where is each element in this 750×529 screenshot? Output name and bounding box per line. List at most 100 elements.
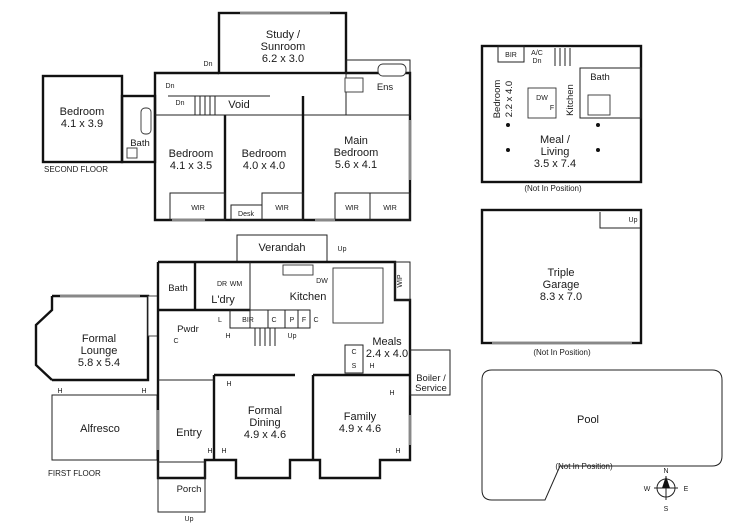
pole-dot-3: [506, 148, 510, 152]
ens-label: Ens: [377, 82, 394, 93]
second-floor-label: SECOND FLOOR: [44, 165, 108, 174]
kitchen-sink: [282, 264, 314, 276]
garage-stair-box: [599, 212, 640, 229]
studio-building: [480, 44, 643, 184]
pool-name: Pool: [577, 414, 599, 426]
upper-wall-west: [153, 71, 219, 162]
studio-bir: [497, 45, 525, 63]
bed-b-name: Bedroom: [242, 148, 287, 160]
study-name-2: Sunroom: [261, 41, 306, 53]
wir-label-4: WIR: [383, 205, 397, 212]
compass-n: N: [663, 468, 668, 475]
garage-name: Triple: [547, 267, 574, 279]
bed-west-name: Bedroom: [60, 106, 105, 118]
studio-meal-name: Meal /: [540, 134, 571, 146]
studio-note: (Not In Position): [524, 184, 582, 193]
studio-meal-dims: 3.5 x 7.4: [534, 158, 576, 170]
studio-f-label: F: [550, 105, 554, 112]
bath-ensuite: [377, 63, 407, 77]
h-code-5: H: [226, 381, 231, 388]
h-code-8: H: [395, 448, 400, 455]
h-code-3: H: [141, 388, 146, 395]
labels: SECOND FLOOR FIRST FLOOR Study / Sunroom…: [44, 29, 689, 523]
meals-name: Meals: [372, 336, 402, 348]
desk-label: Desk: [238, 211, 254, 218]
studio-dn-label: Dn: [533, 58, 542, 65]
meals-dims: 2.4 x 4.0: [366, 348, 408, 360]
garage-note: (Not In Position): [533, 348, 591, 357]
kitchen-dw-label: DW: [316, 278, 328, 285]
study-dims: 6.2 x 3.0: [262, 53, 304, 65]
pool-outline: [481, 369, 723, 501]
shower-ensuite: [344, 77, 364, 93]
f-code: F: [302, 317, 306, 324]
h-code-7: H: [221, 448, 226, 455]
wir-main-2: [369, 192, 411, 221]
desk-area: [230, 204, 263, 221]
compass-s: S: [664, 506, 669, 513]
dr-label: DR: [217, 281, 227, 288]
boiler-name-2: Service: [415, 383, 447, 394]
up-code-1: Up: [288, 333, 297, 340]
pole-dot-2: [596, 123, 600, 127]
h-code-9: H: [389, 390, 394, 397]
garage-up-label: Up: [629, 217, 638, 224]
bed-b-dims: 4.0 x 4.0: [243, 160, 285, 172]
dining-name: Formal: [248, 405, 282, 417]
bath-lower-label: Bath: [168, 283, 188, 294]
pole-dot-4: [596, 148, 600, 152]
bath-upper-label: Bath: [130, 138, 150, 149]
first-floor: [34, 234, 451, 513]
kitchen-label: Kitchen: [290, 291, 327, 303]
studio-shower: [587, 94, 611, 116]
wm-label: WM: [230, 281, 243, 288]
chimney: [147, 295, 159, 337]
pole-dot-1: [506, 123, 510, 127]
studio-stairs: [554, 48, 571, 66]
h-code-6: H: [207, 448, 212, 455]
studio-bath-label: Bath: [590, 72, 610, 83]
compass: [654, 476, 678, 500]
meals-cupboards: [344, 344, 364, 374]
p-code: P: [290, 317, 295, 324]
entry-label: Entry: [176, 427, 202, 439]
l-code: L: [218, 317, 222, 324]
verandah-up-label: Up: [338, 246, 347, 253]
first-stairs: [254, 328, 276, 346]
dining-dims: 4.9 x 4.6: [244, 429, 286, 441]
c-code-1: C: [271, 317, 276, 324]
verandah-label: Verandah: [258, 242, 305, 254]
lounge-dims: 5.8 x 5.4: [78, 357, 120, 369]
porch-up-label: Up: [185, 516, 194, 523]
garage-dims: 8.3 x 7.0: [540, 291, 582, 303]
h-code-4: H: [369, 363, 374, 370]
dn-label-1: Dn: [204, 61, 213, 68]
bir-label: BIR: [242, 317, 254, 324]
alfresco-label: Alfresco: [80, 423, 120, 435]
dn-label-3: Dn: [176, 100, 185, 107]
boiler-room: [409, 349, 451, 396]
studio-bed-dims: 2.2 x 4.0: [504, 81, 515, 117]
pool-note: (Not In Position): [555, 462, 613, 471]
main-bed-dims: 5.6 x 4.1: [335, 159, 377, 171]
bed-west-dims: 4.1 x 3.9: [61, 118, 103, 130]
studio-kitchen-label: Kitchen: [565, 84, 576, 116]
wir-label-1: WIR: [191, 205, 205, 212]
main-bed-name: Main: [344, 135, 368, 147]
void-label: Void: [228, 99, 249, 111]
bathtub-upper: [140, 107, 152, 135]
second-floor: [41, 11, 412, 222]
wir-label-2: WIR: [275, 205, 289, 212]
garage-building: [480, 208, 643, 345]
pwdr-label: Pwdr: [177, 324, 199, 335]
first-floor-label: FIRST FLOOR: [48, 469, 101, 478]
c-code-3: C: [173, 338, 178, 345]
h-code-2: H: [57, 388, 62, 395]
vanity-upper: [126, 147, 138, 159]
compass-w: W: [644, 486, 651, 493]
main-bed-name-2: Bedroom: [334, 147, 379, 159]
lounge-name: Formal: [82, 333, 116, 345]
family-name: Family: [344, 411, 377, 423]
porch-area: [157, 461, 206, 513]
